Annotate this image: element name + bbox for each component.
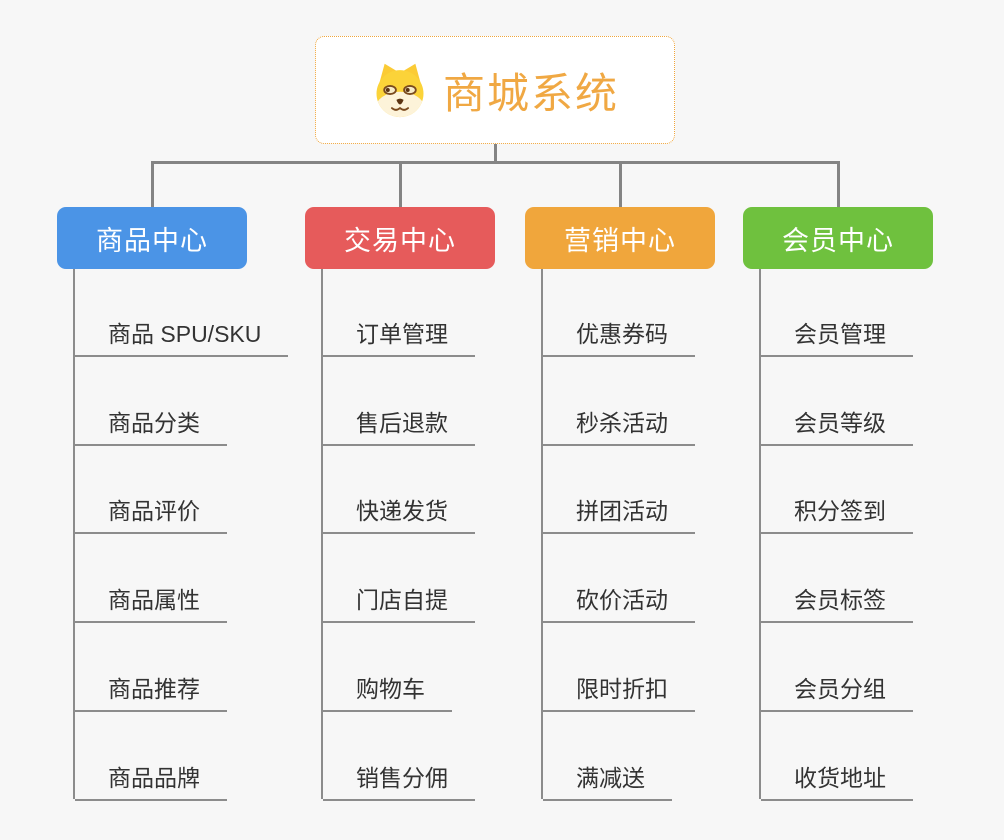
connector-bus (150, 161, 840, 164)
leaf-node[interactable]: 快递发货 (323, 500, 475, 534)
branch-node-marketing[interactable]: 营销中心 (525, 207, 715, 269)
leaf-node[interactable]: 售后退款 (323, 412, 475, 446)
branch-node-trade[interactable]: 交易中心 (305, 207, 495, 269)
leaf-node[interactable]: 商品评价 (75, 500, 227, 534)
leaf-node[interactable]: 会员管理 (761, 323, 913, 357)
leaf-node[interactable]: 销售分佣 (323, 767, 475, 801)
leaf-node[interactable]: 商品品牌 (75, 767, 227, 801)
branch-column-product: 商品 SPU/SKU 商品分类 商品评价 商品属性 商品推荐 商品品牌 (73, 269, 289, 801)
root-title: 商城系统 (442, 69, 619, 117)
connector-drop-1 (150, 161, 154, 209)
branch-node-product[interactable]: 商品中心 (57, 207, 247, 269)
leaf-node[interactable]: 满减送 (543, 767, 672, 801)
leaf-node[interactable]: 商品 SPU/SKU (75, 323, 289, 357)
leaf-node[interactable]: 拼团活动 (543, 500, 695, 534)
branch-column-marketing: 优惠券码 秒杀活动 拼团活动 砍价活动 限时折扣 满减送 (541, 269, 695, 801)
leaf-node[interactable]: 收货地址 (761, 767, 913, 801)
leaf-node[interactable]: 商品分类 (75, 412, 227, 446)
leaf-node[interactable]: 秒杀活动 (543, 412, 695, 446)
connector-drop-4 (836, 161, 840, 209)
leaf-node[interactable]: 砍价活动 (543, 589, 695, 623)
leaf-node[interactable]: 积分签到 (761, 500, 913, 534)
leaf-node[interactable]: 会员分组 (761, 678, 913, 712)
connector-drop-3 (618, 161, 622, 209)
branch-column-trade: 订单管理 售后退款 快递发货 门店自提 购物车 销售分佣 (321, 269, 475, 801)
leaf-node[interactable]: 商品属性 (75, 589, 227, 623)
shiba-dog-icon (376, 63, 424, 118)
root-node[interactable]: 商城系统 (315, 36, 675, 144)
leaf-node[interactable]: 会员等级 (761, 412, 913, 446)
leaf-node[interactable]: 购物车 (323, 678, 452, 712)
leaf-node[interactable]: 优惠券码 (543, 323, 695, 357)
connector-drop-2 (398, 161, 402, 209)
leaf-node[interactable]: 限时折扣 (543, 678, 695, 712)
leaf-node[interactable]: 订单管理 (323, 323, 475, 357)
leaf-node[interactable]: 商品推荐 (75, 678, 227, 712)
leaf-node[interactable]: 会员标签 (761, 589, 913, 623)
connector-root-feed (493, 144, 497, 164)
branch-node-member[interactable]: 会员中心 (743, 207, 933, 269)
branch-column-member: 会员管理 会员等级 积分签到 会员标签 会员分组 收货地址 (759, 269, 913, 801)
leaf-node[interactable]: 门店自提 (323, 589, 475, 623)
